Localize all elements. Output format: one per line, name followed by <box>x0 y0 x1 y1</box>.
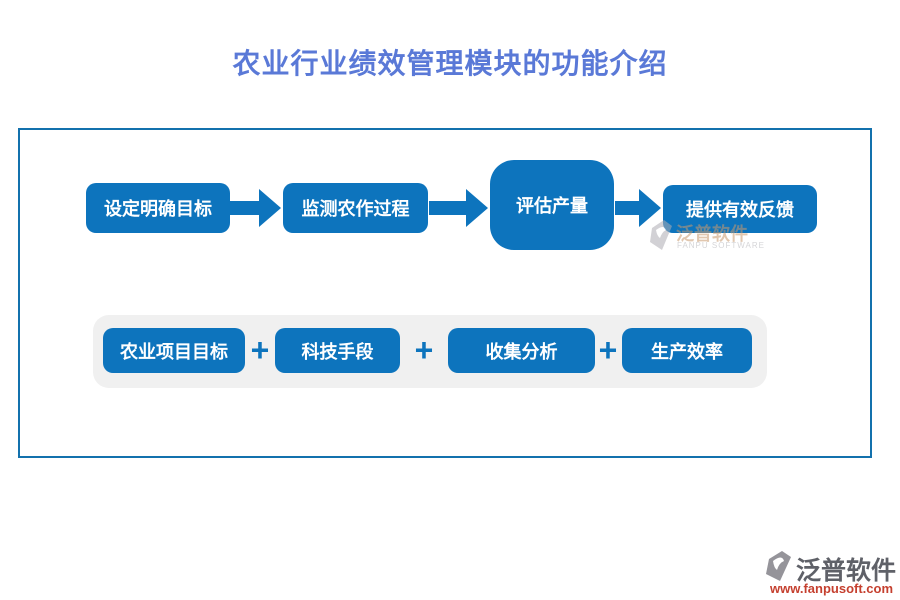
formula-item-label: 农业项目目标 <box>120 341 228 362</box>
flow-step-label: 评估产量 <box>516 196 588 216</box>
formula-item-label: 收集分析 <box>485 341 558 362</box>
right-arrow-icon <box>615 189 662 227</box>
flow-step-label: 监测农作过程 <box>301 199 410 219</box>
arrow-head <box>639 189 661 227</box>
watermark-name: 泛普软件 <box>676 224 748 244</box>
arrow-shaft <box>615 201 640 215</box>
right-arrow-icon <box>429 189 488 227</box>
flow-step-monitor-farming: 监测农作过程 <box>283 183 428 233</box>
fanpu-watermark-icon <box>650 220 672 250</box>
flow-step-label: 设定明确目标 <box>104 199 212 219</box>
arrow-shaft <box>429 201 467 215</box>
formula-item-label: 生产效率 <box>651 341 723 362</box>
logo-url: www.fanpusoft.com <box>770 581 894 596</box>
formula-item-technology-means: 科技手段 <box>275 328 400 373</box>
page-title: 农业行业绩效管理模块的功能介绍 <box>232 49 668 80</box>
formula-item-production-efficiency: 生产效率 <box>622 328 752 373</box>
watermark-subtitle: FANPU SOFTWARE <box>677 241 765 250</box>
diagram-frame <box>18 128 872 458</box>
watermark: 泛普软件 FANPU SOFTWARE <box>650 220 764 255</box>
right-arrow-icon <box>230 189 282 227</box>
fanpu-logo: 泛普软件 www.fanpusoft.com <box>766 551 896 596</box>
arrow-head <box>466 189 488 227</box>
arrow-head <box>259 189 281 227</box>
flow-step-provide-feedback: 提供有效反馈 <box>663 185 817 233</box>
flow-step-label: 提供有效反馈 <box>686 200 794 220</box>
fanpu-logo-icon <box>766 551 791 581</box>
logo-name: 泛普软件 <box>796 558 897 585</box>
plus-icon: + <box>250 331 270 368</box>
formula-item-collect-analyze: 收集分析 <box>448 328 595 373</box>
plus-icon: + <box>598 331 618 368</box>
formula-item-project-goals: 农业项目目标 <box>103 328 245 373</box>
formula-item-label: 科技手段 <box>301 341 374 362</box>
flow-step-evaluate-yield: 评估产量 <box>490 160 614 250</box>
flow-step-set-goals: 设定明确目标 <box>86 183 230 233</box>
plus-icon: + <box>414 331 434 368</box>
arrow-shaft <box>230 201 260 215</box>
